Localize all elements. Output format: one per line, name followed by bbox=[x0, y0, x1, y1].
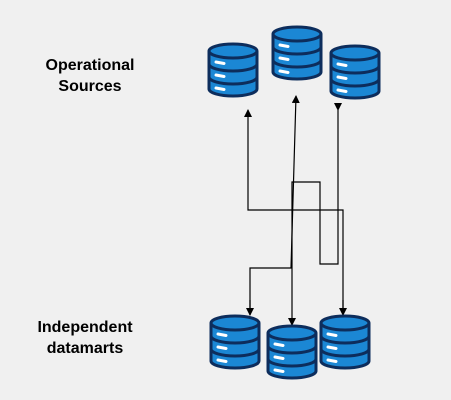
database-icon bbox=[209, 314, 261, 370]
database-icon bbox=[319, 314, 371, 370]
connector-line-1 bbox=[244, 109, 344, 308]
operational-sources-line2: Sources bbox=[58, 78, 122, 95]
database-icon bbox=[329, 44, 381, 100]
independent-datamarts-line1: Independent bbox=[37, 319, 133, 336]
independent-datamarts-label: Independent datamarts bbox=[18, 317, 152, 359]
database-icon bbox=[266, 324, 318, 380]
connector-line-3 bbox=[288, 103, 342, 326]
independent-datamarts-line2: datamarts bbox=[46, 340, 124, 357]
database-icon bbox=[271, 25, 323, 81]
operational-sources-label: Operational Sources bbox=[24, 55, 156, 97]
database-icon bbox=[207, 42, 259, 98]
operational-sources-line1: Operational bbox=[45, 57, 135, 74]
connector-line-2 bbox=[249, 95, 300, 308]
